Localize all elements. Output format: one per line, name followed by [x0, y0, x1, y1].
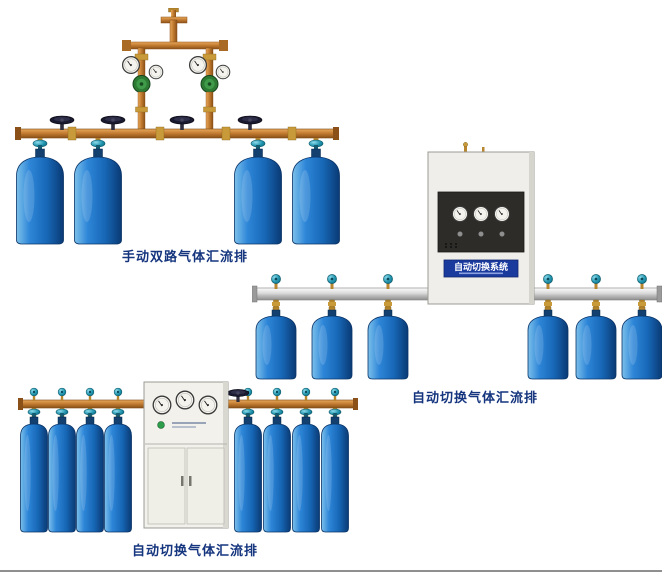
figure-caption: 自动切换气体汇流排: [131, 543, 258, 558]
gas-cylinder: [48, 408, 76, 533]
pressure-gauge: [175, 390, 195, 410]
gas-cylinder: [234, 408, 262, 533]
page-bottom-edge: [0, 570, 662, 572]
figure-auto-switch-manifold-bottom: [16, 378, 360, 542]
pressure-gauge: [215, 64, 231, 80]
valve-handwheel-teal: [29, 387, 39, 397]
gas-cylinder: [263, 408, 291, 533]
panel-knob: [478, 231, 484, 237]
valve-handwheel-teal: [590, 273, 602, 285]
cylinder-stations: [255, 273, 662, 380]
valve-handwheel: [169, 115, 195, 131]
pressure-gauge: [493, 205, 511, 223]
panel-title-text: 自动切换系统: [454, 261, 508, 272]
gas-cylinder: [74, 139, 122, 245]
gas-cylinder: [104, 408, 132, 533]
manifold-pipe: [15, 126, 339, 141]
valve-handwheel-teal: [113, 387, 123, 397]
control-cabinet: 自动切换系统: [427, 142, 535, 305]
control-cabinet: [143, 381, 229, 529]
gas-cylinder: [575, 306, 617, 380]
pressure-gauge: [148, 64, 164, 80]
pressure-gauge: [451, 205, 469, 223]
valve-handwheel-teal: [272, 387, 282, 397]
valve-handwheel-teal: [542, 273, 554, 285]
valve-handwheel-teal: [270, 273, 282, 285]
pressure-gauge: [472, 205, 490, 223]
valve-handwheel-teal: [85, 387, 95, 397]
cabinet-door: [147, 447, 186, 525]
gas-cylinder: [16, 139, 64, 245]
pressure-gauge: [152, 395, 172, 415]
cylinder-group: [16, 138, 340, 245]
figure-caption: 手动双路气体汇流排: [121, 249, 248, 264]
gas-cylinder: [321, 408, 349, 533]
regulator-body: [200, 75, 219, 93]
door-handle: [189, 476, 192, 486]
figure-caption: 自动切换气体汇流排: [411, 390, 538, 405]
pressure-gauge: [188, 55, 208, 75]
gas-cylinder: [311, 306, 353, 380]
valve-handwheel-teal: [301, 387, 311, 397]
panel-knob: [499, 231, 505, 237]
valve-handwheel-teal: [636, 273, 648, 285]
figure-auto-switch-manifold-right: 自动切换系统: [252, 142, 662, 382]
valve-handwheel-teal: [326, 273, 338, 285]
valve-handwheel-teal: [382, 273, 394, 285]
gas-cylinder: [20, 408, 48, 533]
cylinder-stations: [20, 387, 349, 533]
gas-cylinder: [367, 306, 409, 380]
regulator-body: [132, 75, 151, 93]
gas-cylinder: [527, 306, 569, 380]
pressure-gauge: [121, 55, 141, 75]
valve-handwheel-teal: [330, 387, 340, 397]
gas-cylinder: [255, 306, 297, 380]
door-handle: [181, 476, 184, 486]
valve-handwheel: [100, 115, 126, 131]
gas-cylinder: [292, 408, 320, 533]
figure-manual-dual-manifold: [10, 8, 344, 246]
cabinet-door: [186, 447, 225, 525]
gas-cylinder: [621, 306, 662, 380]
valve-handwheel-teal: [57, 387, 67, 397]
pressure-gauge: [198, 395, 218, 415]
indicator-light: [157, 421, 165, 429]
gas-cylinder: [76, 408, 104, 533]
panel-knob: [457, 231, 463, 237]
valve-handwheel: [237, 115, 263, 131]
